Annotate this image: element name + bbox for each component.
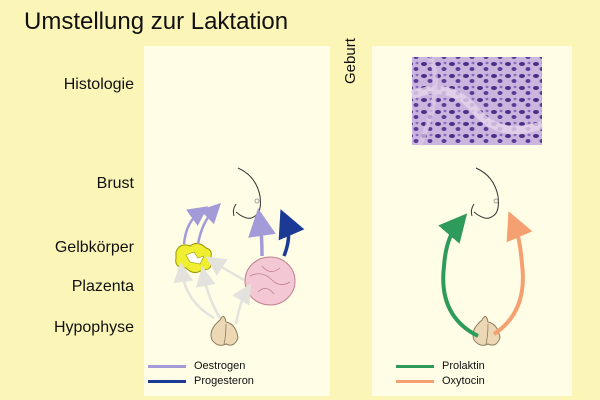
page-title: Umstellung zur Laktation (24, 8, 289, 35)
legend-label-oestrogen: Oestrogen (194, 360, 246, 372)
legend-label-oxytocin: Oxytocin (442, 375, 485, 387)
oestrogen-arrow-corpus (182, 202, 222, 245)
progesteron-arrow-placenta (278, 209, 305, 257)
legend-oxytocin: Oxytocin (396, 375, 485, 387)
legend-swatch-prolaktin (396, 364, 434, 368)
row-label-hypophyse: Hypophyse (53, 319, 134, 336)
faded-hormone-arrows (173, 256, 252, 325)
corpus-luteum-icon (175, 242, 212, 274)
legend-swatch-oestrogen (148, 364, 186, 368)
row-label-brust: Brust (96, 175, 134, 192)
legend-label-prolaktin: Prolaktin (442, 360, 485, 372)
breast-right-icon (470, 167, 499, 219)
legend-label-progesteron: Progesteron (194, 375, 254, 387)
legend-oestrogen: Oestrogen (148, 360, 245, 372)
row-label-gelbkoerper: Gelbkörper (54, 239, 134, 256)
histology-image (410, 55, 544, 146)
breast-left-icon (232, 167, 261, 219)
row-label-histologie: Histologie (63, 76, 134, 93)
pituitary-left-icon (210, 316, 239, 346)
legend-prolaktin: Prolaktin (396, 360, 485, 372)
legend-swatch-progesteron (148, 379, 186, 383)
prolaktin-arrow (438, 213, 479, 338)
oxytocin-arrow (492, 211, 533, 336)
pituitary-right-icon (472, 316, 501, 346)
placenta-icon (244, 256, 296, 306)
legend-swatch-oxytocin (396, 379, 434, 383)
legend-progesteron: Progesteron (148, 375, 254, 387)
oestrogen-arrow-placenta (248, 208, 276, 257)
row-label-plazenta: Plazenta (71, 278, 134, 295)
